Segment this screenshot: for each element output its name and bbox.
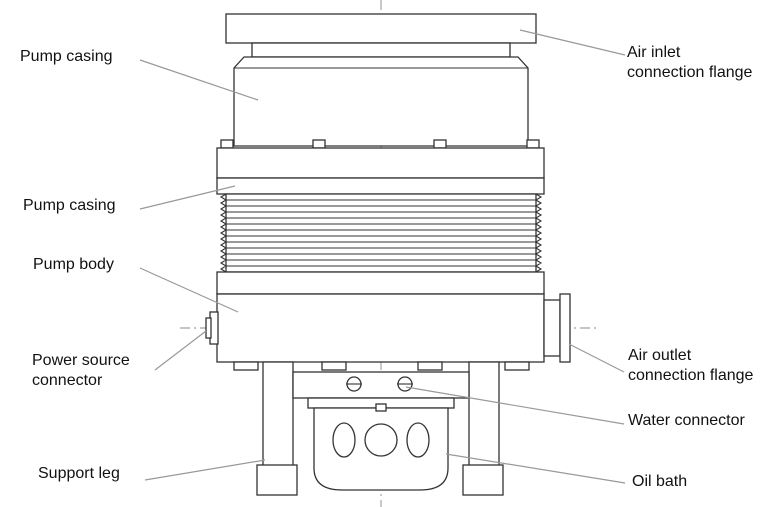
label-pump-casing-mid: Pump casing: [23, 197, 116, 214]
label-air-inlet-flange: Air inlet connection flange: [627, 43, 752, 83]
label-air-inlet-line2: connection flange: [627, 64, 753, 81]
label-power-source-line1: Power source: [32, 352, 130, 369]
air-inlet-flange-shape: [225, 13, 537, 58]
oil-bath-shape: [307, 397, 455, 491]
water-connector-shape: [292, 371, 470, 399]
label-air-inlet-line1: Air inlet: [627, 44, 681, 61]
leader-lines: [139, 29, 626, 484]
support-legs-shape: [256, 361, 504, 496]
label-air-outlet-line2: connection flange: [628, 367, 754, 384]
pump-body-shape: [205, 293, 571, 371]
label-pump-casing-top: Pump casing: [20, 48, 113, 65]
label-air-outlet-line1: Air outlet: [628, 347, 692, 364]
upper-pump-casing-shape: [220, 56, 540, 149]
middle-pump-casing-shape: [216, 147, 545, 295]
label-water-connector: Water connector: [628, 412, 745, 429]
label-air-outlet-flange: Air outlet connection flange: [628, 346, 753, 386]
label-power-source-connector: Power source connector: [32, 351, 130, 391]
label-power-source-line2: connector: [32, 372, 103, 389]
label-pump-body: Pump body: [33, 256, 114, 273]
label-support-leg: Support leg: [38, 465, 120, 482]
label-oil-bath: Oil bath: [632, 473, 688, 490]
